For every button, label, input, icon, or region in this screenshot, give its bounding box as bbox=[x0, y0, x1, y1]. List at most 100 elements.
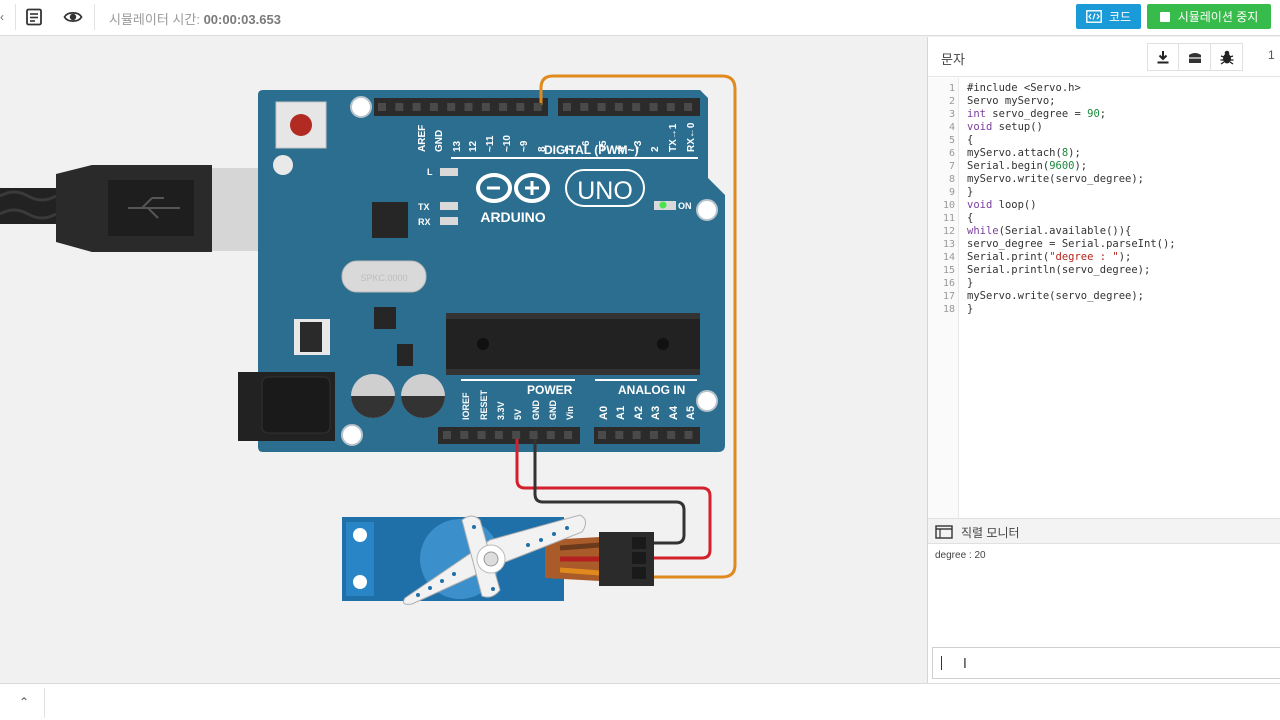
led-tx-label: TX bbox=[418, 202, 430, 212]
code-button[interactable]: 코드 bbox=[1076, 4, 1141, 29]
header-pin-hole[interactable] bbox=[464, 103, 473, 111]
code-line[interactable]: Serial.print("degree : "); bbox=[967, 251, 1132, 263]
header-pin-hole[interactable] bbox=[666, 103, 675, 111]
header-pin-hole[interactable] bbox=[684, 431, 693, 439]
header-pin-hole[interactable] bbox=[684, 103, 693, 111]
header-pin-hole[interactable] bbox=[499, 103, 508, 111]
power-label: POWER bbox=[527, 383, 573, 397]
header-pin-hole[interactable] bbox=[546, 431, 555, 439]
header-pin-hole[interactable] bbox=[614, 103, 623, 111]
eye-icon[interactable] bbox=[63, 7, 83, 27]
header-pin-hole[interactable] bbox=[477, 431, 486, 439]
debug-bug-icon bbox=[1220, 50, 1233, 65]
code-line[interactable]: { bbox=[967, 134, 974, 146]
library-button[interactable] bbox=[1179, 43, 1211, 71]
arduino-uno-board[interactable]: SPKC.0000 L TX RX ON bbox=[238, 90, 725, 452]
header-pin-hole[interactable] bbox=[632, 103, 641, 111]
header-pin-hole[interactable] bbox=[494, 431, 503, 439]
code-line[interactable]: } bbox=[967, 186, 974, 198]
code-mode-label[interactable]: 문자 bbox=[941, 52, 965, 67]
digital-pin-label: GND bbox=[434, 130, 445, 152]
header-pin-hole[interactable] bbox=[429, 103, 438, 111]
line-number: 9 bbox=[948, 187, 955, 198]
header-pin-hole[interactable] bbox=[533, 103, 542, 111]
debugger-button[interactable] bbox=[1211, 43, 1243, 71]
code-line[interactable]: servo_degree = Serial.parseInt(); bbox=[967, 238, 1176, 250]
digital-pin-label: 12 bbox=[468, 140, 479, 152]
digital-pwm-label: DIGITAL (PWM~) bbox=[544, 143, 639, 157]
digital-pin-label: ~10 bbox=[502, 135, 513, 152]
header-pin-hole[interactable] bbox=[460, 431, 469, 439]
header-pin-hole[interactable] bbox=[481, 103, 490, 111]
more-options[interactable]: 1 bbox=[1268, 48, 1275, 62]
code-line[interactable]: myServo.write(servo_degree); bbox=[967, 290, 1145, 302]
line-number: 1 bbox=[948, 83, 955, 94]
header-pin-hole[interactable] bbox=[580, 103, 589, 111]
header-pin-hole[interactable] bbox=[667, 431, 676, 439]
divider bbox=[94, 4, 95, 30]
header-pin-hole[interactable] bbox=[615, 431, 624, 439]
digital-pin-label: RX←0 bbox=[686, 122, 697, 152]
digital-pin-label: ~6 bbox=[581, 140, 592, 152]
chevron-left-icon[interactable]: ‹ bbox=[0, 10, 4, 24]
digital-pin-label: 2 bbox=[650, 146, 661, 152]
code-line[interactable]: myServo.write(servo_degree); bbox=[967, 173, 1145, 185]
header-pin-hole[interactable] bbox=[412, 103, 421, 111]
code-line[interactable]: Servo myServo; bbox=[967, 95, 1056, 107]
header-pin-hole[interactable] bbox=[447, 103, 456, 111]
code-line[interactable]: Serial.begin(9600); bbox=[967, 160, 1088, 172]
power-pin-label: Vin bbox=[565, 406, 575, 420]
code-line[interactable]: #include <Servo.h> bbox=[967, 82, 1081, 94]
header-pin-hole[interactable] bbox=[378, 103, 386, 111]
header-pin-hole[interactable] bbox=[564, 431, 573, 439]
servo-motor[interactable] bbox=[342, 514, 654, 605]
serial-input-field[interactable]: I bbox=[932, 647, 1280, 679]
uno-label: UNO bbox=[577, 177, 633, 205]
ibeam-cursor-icon: I bbox=[963, 657, 967, 672]
header-pin-hole[interactable] bbox=[649, 103, 658, 111]
code-line[interactable]: } bbox=[967, 277, 974, 289]
code-line[interactable]: while(Serial.available()){ bbox=[967, 225, 1132, 237]
line-number: 10 bbox=[942, 200, 955, 211]
circuit-canvas[interactable]: SPKC.0000 L TX RX ON bbox=[0, 37, 926, 683]
digital-pin-label: ~5 bbox=[598, 140, 609, 152]
notes-icon[interactable] bbox=[24, 7, 44, 27]
line-number: 8 bbox=[948, 174, 955, 185]
power-pin-label: 5V bbox=[513, 409, 523, 420]
header-pin-hole[interactable] bbox=[512, 431, 521, 439]
code-line[interactable]: void loop() bbox=[967, 199, 1037, 211]
stop-simulation-button[interactable]: 시뮬레이션 중지 bbox=[1147, 4, 1271, 29]
header-pin-hole[interactable] bbox=[443, 431, 451, 439]
arduino-logo: ARDUINO UNO bbox=[476, 169, 645, 225]
analog-pin-label: A0 bbox=[598, 406, 610, 420]
chevron-up-icon[interactable]: ⌃ bbox=[19, 695, 30, 709]
power-pin-label: GND bbox=[548, 400, 558, 421]
line-number: 15 bbox=[942, 265, 955, 276]
stop-icon bbox=[1159, 11, 1170, 22]
wires[interactable] bbox=[515, 74, 737, 579]
code-line[interactable]: Serial.println(servo_degree); bbox=[967, 264, 1151, 276]
header-pin-hole[interactable] bbox=[395, 103, 404, 111]
code-line[interactable]: } bbox=[967, 303, 974, 315]
header-pin-hole[interactable] bbox=[597, 103, 606, 111]
header-pin-hole[interactable] bbox=[516, 103, 525, 111]
header-pin-hole[interactable] bbox=[598, 431, 606, 439]
header-pin-hole[interactable] bbox=[529, 431, 538, 439]
analog-pin-label: A3 bbox=[650, 406, 662, 420]
line-number: 17 bbox=[942, 291, 955, 302]
code-line[interactable]: myServo.attach(8); bbox=[967, 147, 1081, 159]
code-line[interactable]: void setup() bbox=[967, 121, 1043, 133]
serial-monitor-header[interactable]: 직렬 모니터 bbox=[928, 518, 1280, 544]
simulator-time: 시뮬레이터 시간: 00:00:03.653 bbox=[109, 9, 281, 28]
code-line[interactable]: int servo_degree = 90; bbox=[967, 108, 1107, 120]
header-pin-hole[interactable] bbox=[563, 103, 571, 111]
header-pin-hole[interactable] bbox=[632, 431, 641, 439]
code-line[interactable]: { bbox=[967, 212, 974, 224]
header-pin-hole[interactable] bbox=[649, 431, 658, 439]
line-number: 16 bbox=[942, 278, 955, 289]
digital-pin-label: TX→1 bbox=[668, 123, 679, 152]
download-button[interactable] bbox=[1147, 43, 1179, 71]
servo-horn[interactable] bbox=[403, 514, 586, 605]
